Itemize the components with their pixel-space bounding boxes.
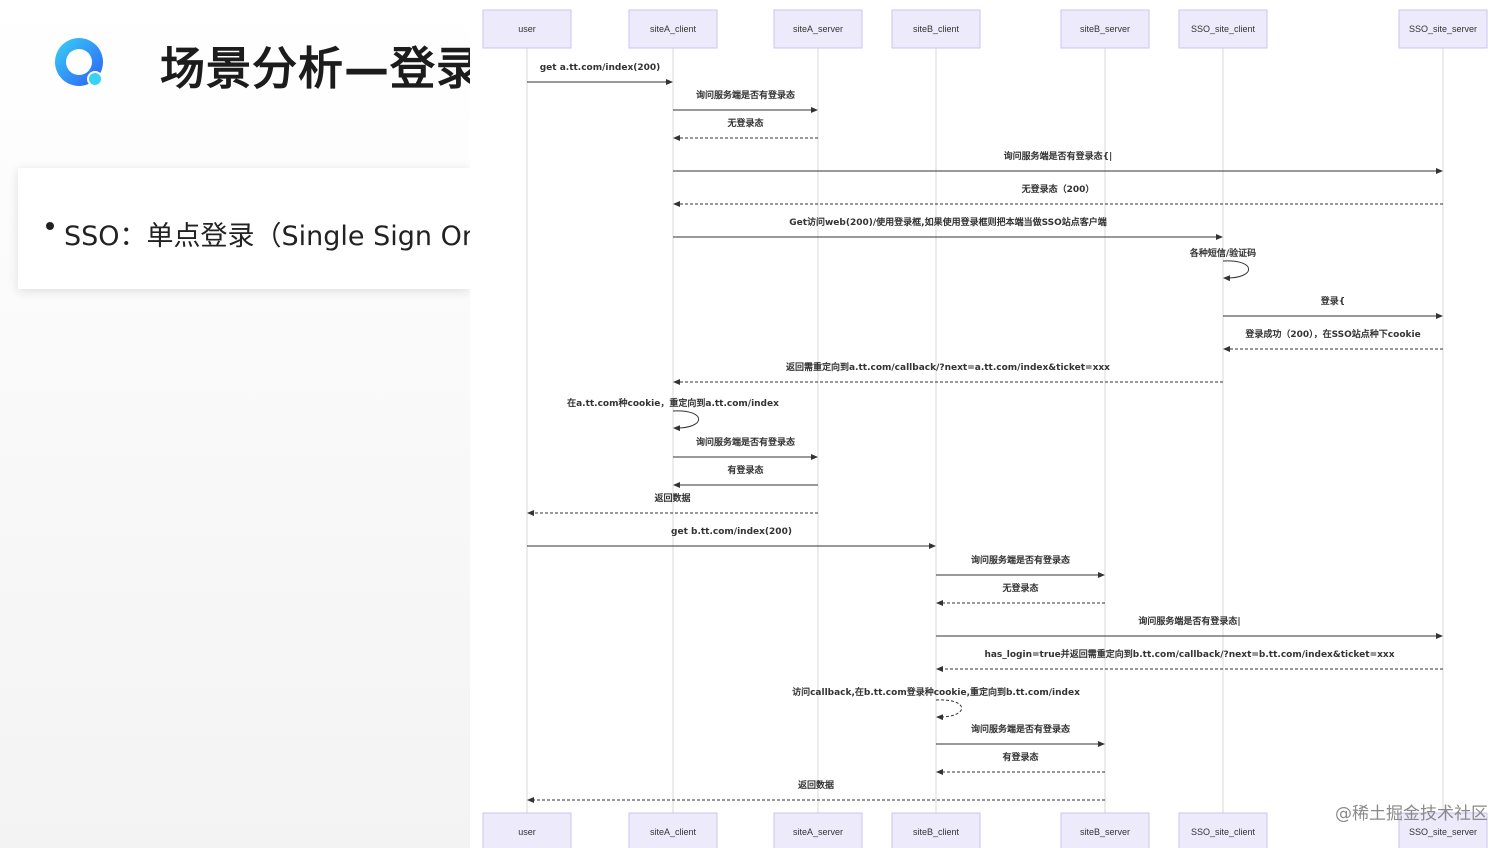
message-label-23: 返回数据 <box>798 779 834 791</box>
participant-box-siteA_server-bottom <box>773 812 863 848</box>
participant-label-SSO_site_client-top: SSO_site_client <box>1191 24 1256 34</box>
participant-label-user-bottom: user <box>518 827 536 837</box>
bullet-dot <box>46 222 54 230</box>
message-label-13: 有登录态 <box>727 464 763 476</box>
message-label-16: 询问服务端是否有登录态 <box>971 554 1070 566</box>
message-label-2: 询问服务端是否有登录态 <box>696 89 795 101</box>
message-label-19: has_login=true并返回需重定向到b.tt.com/callback/… <box>984 648 1394 660</box>
participant-box-SSO_site_client-bottom <box>1178 812 1268 848</box>
participant-label-SSO_site_server-top: SSO_site_server <box>1409 24 1477 34</box>
participant-label-siteB_server-bottom: siteB_server <box>1080 827 1130 837</box>
message-label-6: Get访问web(200)/使用登录框,如果使用登录框则把本端当做SSO站点客户… <box>789 216 1107 228</box>
participant-box-siteA_client-top <box>628 9 718 49</box>
participant-box-siteA_client-bottom <box>628 812 718 848</box>
message-label-21: 询问服务端是否有登录态 <box>971 723 1070 735</box>
participant-box-siteB_server-top <box>1060 9 1150 49</box>
bullet-card: SSO：单点登录（Single Sign On <box>18 168 470 289</box>
sequence-diagram: get a.tt.com/index(200)询问服务端是否有登录态无登录态询问… <box>470 0 1512 848</box>
message-arrow-20 <box>935 699 963 721</box>
message-arrow-11 <box>672 410 700 432</box>
message-label-7: 各种短信/验证码 <box>1189 247 1256 259</box>
message-label-5: 无登录态（200） <box>1021 183 1095 195</box>
participant-box-SSO_site_client-top <box>1178 9 1268 49</box>
participant-box-siteB_client-bottom <box>891 812 981 848</box>
page-title: 场景分析—登录 <box>160 42 483 95</box>
participant-box-siteB_client-top <box>891 9 981 49</box>
participant-label-SSO_site_server-bottom: SSO_site_server <box>1409 827 1477 837</box>
participant-box-siteB_server-bottom <box>1060 812 1150 848</box>
message-label-22: 有登录态 <box>1002 751 1038 763</box>
message-label-15: get b.tt.com/index(200) <box>671 527 792 537</box>
watermark: @稀土掘金技术社区 <box>1335 804 1488 824</box>
participant-box-user-bottom <box>482 812 572 848</box>
participant-box-siteA_server-top <box>773 9 863 49</box>
participant-label-siteA_client-top: siteA_client <box>650 24 697 34</box>
participant-label-siteB_server-top: siteB_server <box>1080 24 1130 34</box>
message-label-9: 登录成功（200），在SSO站点种下cookie <box>1244 328 1420 340</box>
message-label-12: 询问服务端是否有登录态 <box>696 436 795 448</box>
participant-label-SSO_site_client-bottom: SSO_site_client <box>1191 827 1256 837</box>
participant-box-SSO_site_server-top <box>1398 9 1488 49</box>
message-label-11: 在a.tt.com种cookie，重定向到a.tt.com/index <box>567 397 779 409</box>
sequence-diagram-canvas: get a.tt.com/index(200)询问服务端是否有登录态无登录态询问… <box>482 9 1488 848</box>
message-label-8: 登录{ <box>1320 295 1345 307</box>
message-label-18: 询问服务端是否有登录态| <box>1138 615 1240 627</box>
message-label-4: 询问服务端是否有登录态{| <box>1004 150 1113 162</box>
participant-label-siteA_client-bottom: siteA_client <box>650 827 697 837</box>
logo-icon <box>55 38 103 87</box>
message-label-14: 返回数据 <box>654 492 690 504</box>
participant-box-SSO_site_server-bottom <box>1398 812 1488 848</box>
message-label-10: 返回需重定向到a.tt.com/callback/?next=a.tt.com/… <box>786 361 1110 373</box>
message-label-20: 访问callback,在b.tt.com登录种cookie,重定向到b.tt.c… <box>792 686 1080 698</box>
participant-label-siteB_client-top: siteB_client <box>913 24 960 34</box>
message-arrow-7 <box>1222 260 1250 282</box>
participant-label-siteA_server-bottom: siteA_server <box>793 827 843 837</box>
message-label-1: get a.tt.com/index(200) <box>540 63 661 73</box>
participant-label-siteB_client-bottom: siteB_client <box>913 827 960 837</box>
participant-label-user-top: user <box>518 24 536 34</box>
message-label-17: 无登录态 <box>1001 582 1038 594</box>
slide-panel: 场景分析—登录 SSO：单点登录（Single Sign On <box>0 0 481 848</box>
bullet-text: SSO：单点登录（Single Sign On <box>64 221 470 252</box>
participant-box-user-top <box>482 9 572 49</box>
message-label-3: 无登录态 <box>726 117 763 129</box>
participant-label-siteA_server-top: siteA_server <box>793 24 843 34</box>
